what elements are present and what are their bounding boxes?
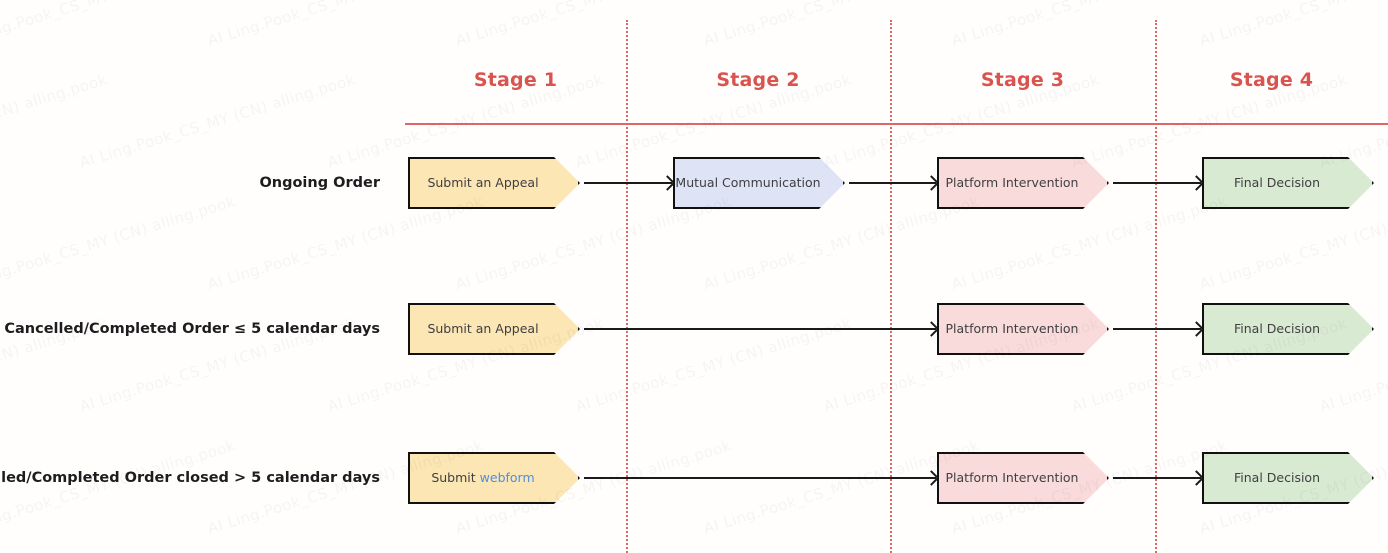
- process-node-label: Platform Intervention: [945, 174, 1079, 190]
- stage-header-1: Stage 1: [473, 69, 558, 91]
- process-node-text: Submit: [431, 469, 480, 485]
- process-node: Platform Intervention: [937, 303, 1109, 355]
- stage-divider-2: [890, 20, 892, 553]
- process-node-label: Submit an Appeal: [427, 320, 539, 336]
- process-node-label: Final Decision: [1234, 174, 1320, 190]
- stage-header-rule: [405, 123, 1388, 125]
- process-node: Submit an Appeal: [408, 157, 580, 209]
- webform-link[interactable]: webform: [479, 469, 535, 485]
- row-label-3: Cancelled/Completed Order closed > 5 cal…: [0, 470, 380, 486]
- process-node-label: Final Decision: [1234, 469, 1320, 485]
- stage-divider-3: [1155, 20, 1157, 553]
- process-node-label: Platform Intervention: [945, 469, 1079, 485]
- process-node: Platform Intervention: [937, 452, 1109, 504]
- connector-arrow: [1113, 477, 1201, 479]
- connector-arrow: [1113, 182, 1201, 184]
- process-node: Platform Intervention: [937, 157, 1109, 209]
- process-node: Final Decision: [1202, 303, 1374, 355]
- process-node-label: Platform Intervention: [945, 320, 1079, 336]
- connector-arrow: [584, 182, 672, 184]
- process-node: Submit an Appeal: [408, 303, 580, 355]
- connector-arrow: [849, 182, 936, 184]
- stage-header-3: Stage 3: [980, 69, 1065, 91]
- stage-header-2: Stage 2: [716, 69, 800, 91]
- process-node-label: Mutual Communication: [675, 174, 821, 190]
- process-node: Final Decision: [1202, 157, 1374, 209]
- row-label-1: Ongoing Order: [259, 175, 380, 191]
- connector-arrow: [584, 477, 936, 479]
- process-node-label: Submit an Appeal: [427, 174, 539, 190]
- process-node: Mutual Communication: [673, 157, 845, 209]
- connector-arrow: [584, 328, 936, 330]
- process-node: Submit webform: [408, 452, 580, 504]
- stage-header-4: Stage 4: [1229, 69, 1314, 91]
- stage-divider-1: [626, 20, 628, 553]
- process-node-label: Final Decision: [1234, 320, 1320, 336]
- process-node: Final Decision: [1202, 452, 1374, 504]
- connector-arrow: [1113, 328, 1201, 330]
- process-node-label: Submit webform: [431, 472, 534, 485]
- row-label-2: Cancelled/Completed Order ≤ 5 calendar d…: [4, 321, 380, 337]
